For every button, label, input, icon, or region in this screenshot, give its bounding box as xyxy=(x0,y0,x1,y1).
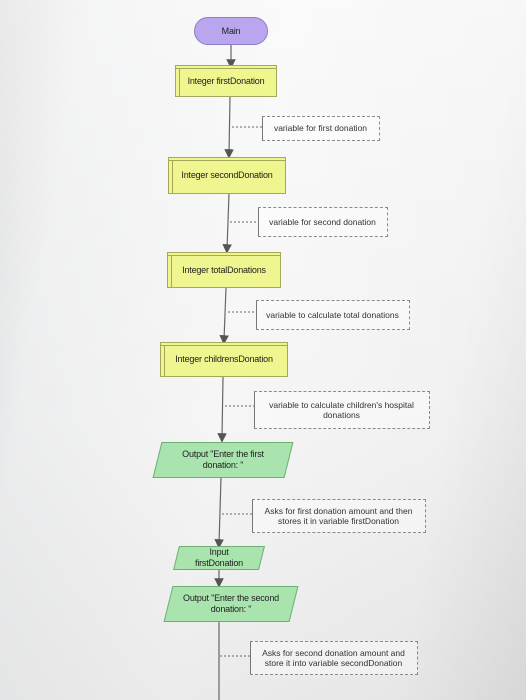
connector-first-second xyxy=(224,96,234,159)
note-total-text: variable to calculate total donations xyxy=(266,309,399,320)
note-out2-text: Asks for second donation amount and stor… xyxy=(262,647,405,668)
input-first-donation: Input firstDonation xyxy=(173,546,265,570)
output-first-label: Output "Enter the first donation: " xyxy=(182,449,264,470)
connector-total-children xyxy=(219,287,229,345)
decl-total-label: Integer totalDonations xyxy=(182,264,266,275)
note-first-text: variable for first donation xyxy=(273,123,368,134)
decl-first-label: Integer firstDonation xyxy=(187,75,265,86)
output-second-label: Output "Enter the second donation: " xyxy=(183,593,279,614)
decl-first-donation: Integer firstDonation xyxy=(175,65,277,97)
note-children-text: variable to calculate children's hospita… xyxy=(269,399,414,420)
connector-children-out1 xyxy=(217,376,227,443)
note-output-first: Asks for first donation amount and then … xyxy=(252,499,426,533)
main-terminal: Main xyxy=(194,17,268,45)
output-second-prompt: Output "Enter the second donation: " xyxy=(163,586,299,622)
decl-total-donations: Integer totalDonations xyxy=(167,252,281,288)
note-second-donation: variable for second donation xyxy=(258,207,388,237)
note-childrens-donation: variable to calculate children's hospita… xyxy=(254,391,430,429)
note-output-second: Asks for second donation amount and stor… xyxy=(250,641,418,675)
connector-out1-in1 xyxy=(214,477,224,549)
decl-second-donation: Integer secondDonation xyxy=(168,157,286,194)
decl-childrens-donation: Integer childrensDonation xyxy=(160,342,288,377)
decl-children-label: Integer childrensDonation xyxy=(175,354,273,365)
note-first-donation: variable for first donation xyxy=(262,116,380,141)
note-second-text: variable for second donation xyxy=(269,216,376,227)
main-label: Main xyxy=(221,25,241,36)
connector-second-total xyxy=(222,193,232,254)
input-first-label: Input firstDonation xyxy=(195,547,243,568)
decl-second-label: Integer secondDonation xyxy=(181,170,273,181)
note-total-donations: variable to calculate total donations xyxy=(256,300,410,330)
note-out1-text: Asks for first donation amount and then … xyxy=(264,505,413,526)
output-first-prompt: Output "Enter the first donation: " xyxy=(152,442,294,478)
